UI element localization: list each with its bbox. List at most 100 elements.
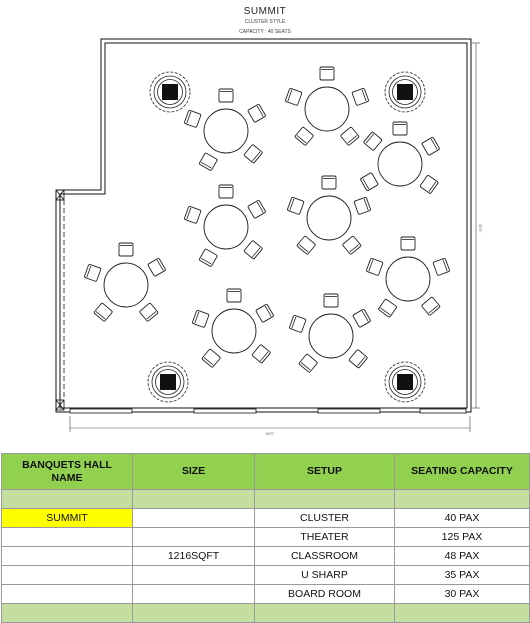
chair bbox=[199, 248, 218, 267]
header-size: SIZE bbox=[132, 453, 255, 490]
chair bbox=[255, 304, 274, 323]
hall-name-cell bbox=[1, 565, 133, 585]
capacity-cell: 35 PAX bbox=[394, 565, 530, 585]
band-row bbox=[1, 603, 530, 623]
round-table bbox=[285, 66, 369, 146]
size-cell: 1216SQFT bbox=[132, 546, 255, 566]
chair bbox=[392, 121, 408, 136]
tables bbox=[84, 66, 450, 373]
chair bbox=[192, 310, 210, 328]
chair bbox=[201, 348, 221, 368]
chair bbox=[296, 235, 316, 255]
round-table bbox=[184, 88, 266, 171]
chair bbox=[139, 302, 159, 322]
chair bbox=[352, 309, 371, 328]
hall-name-cell bbox=[1, 527, 133, 547]
chair bbox=[147, 258, 166, 277]
chair bbox=[363, 131, 383, 151]
chair bbox=[285, 88, 303, 106]
chair bbox=[419, 175, 439, 194]
chair bbox=[287, 197, 305, 215]
chair bbox=[184, 206, 202, 224]
chair bbox=[247, 200, 266, 219]
chair bbox=[199, 152, 218, 171]
setup-cell: THEATER bbox=[254, 527, 395, 547]
round-table bbox=[184, 184, 266, 267]
chair bbox=[319, 66, 335, 81]
chair bbox=[351, 88, 369, 106]
setup-cell: BOARD ROOM bbox=[254, 584, 395, 604]
column-pillar bbox=[384, 361, 426, 403]
setup-cell: U SHARP bbox=[254, 565, 395, 585]
chair bbox=[218, 184, 234, 199]
hall-name-cell bbox=[1, 584, 133, 604]
capacity-cell: 125 PAX bbox=[394, 527, 530, 547]
round-table bbox=[84, 242, 166, 322]
chair bbox=[243, 240, 263, 260]
bottom-wall-openings bbox=[69, 408, 467, 414]
chair bbox=[294, 126, 314, 146]
header-hall-name: BANQUETS HALL NAME bbox=[1, 453, 133, 490]
banquet-summary: BANQUETS HALL NAME SIZE SETUP SEATING CA… bbox=[1, 453, 530, 623]
chair bbox=[251, 344, 271, 364]
chair bbox=[421, 137, 440, 156]
dimension-right: 35'0" bbox=[478, 224, 483, 233]
capacity-cell: 48 PAX bbox=[394, 546, 530, 566]
floorplan-title: SUMMIT bbox=[243, 6, 287, 17]
round-table bbox=[192, 288, 274, 368]
dimension-lines bbox=[69, 42, 480, 432]
chair bbox=[289, 315, 307, 333]
setup-cell: CLASSROOM bbox=[254, 546, 395, 566]
chair bbox=[342, 235, 362, 255]
round-table bbox=[360, 121, 440, 194]
walls bbox=[55, 38, 472, 413]
chair bbox=[93, 302, 113, 322]
floor-plan: 50'0" 35'0" bbox=[55, 38, 483, 436]
table-row: 1216SQFT CLASSROOM 48 PAX bbox=[1, 546, 530, 566]
column-pillar bbox=[147, 361, 189, 403]
hall-name-cell: SUMMIT bbox=[1, 508, 133, 528]
chair bbox=[323, 293, 339, 308]
size-cell bbox=[132, 508, 255, 528]
chair bbox=[360, 172, 379, 191]
column-pillar bbox=[384, 71, 426, 113]
round-table bbox=[366, 236, 450, 318]
size-cell bbox=[132, 584, 255, 604]
header-seating-capacity: SEATING CAPACITY bbox=[394, 453, 530, 490]
column-pillar bbox=[149, 71, 191, 113]
table-row: SUMMIT CLUSTER 40 PAX bbox=[1, 508, 530, 528]
header-setup: SETUP bbox=[254, 453, 395, 490]
chair bbox=[348, 349, 368, 369]
chair bbox=[432, 258, 450, 276]
chair bbox=[366, 258, 384, 276]
size-cell bbox=[132, 565, 255, 585]
capacity-cell: 30 PAX bbox=[394, 584, 530, 604]
chair bbox=[353, 197, 371, 215]
hall-name-cell bbox=[1, 546, 133, 566]
capacity-cell: 40 PAX bbox=[394, 508, 530, 528]
chair bbox=[378, 298, 397, 318]
banquet-table: BANQUETS HALL NAME SIZE SETUP SEATING CA… bbox=[1, 453, 530, 623]
round-table bbox=[289, 293, 371, 373]
chair bbox=[400, 236, 416, 251]
chair bbox=[84, 264, 102, 282]
chair bbox=[118, 242, 134, 257]
dimension-bottom: 50'0" bbox=[266, 431, 275, 436]
chair bbox=[184, 110, 202, 128]
floorplan-subtitle: CLUSTER STYLE bbox=[244, 19, 286, 25]
left-door-strip bbox=[55, 189, 65, 411]
table-row: THEATER 125 PAX bbox=[1, 527, 530, 547]
columns bbox=[147, 71, 426, 403]
chair bbox=[421, 296, 441, 316]
chair bbox=[218, 88, 234, 103]
chair bbox=[298, 353, 318, 373]
setup-cell: CLUSTER bbox=[254, 508, 395, 528]
chair bbox=[226, 288, 242, 303]
size-cell bbox=[132, 527, 255, 547]
chair bbox=[340, 126, 360, 146]
table-row: BOARD ROOM 30 PAX bbox=[1, 584, 530, 604]
band-row bbox=[1, 489, 530, 509]
chair bbox=[243, 144, 263, 164]
round-table bbox=[287, 175, 371, 255]
table-row: U SHARP 35 PAX bbox=[1, 565, 530, 585]
